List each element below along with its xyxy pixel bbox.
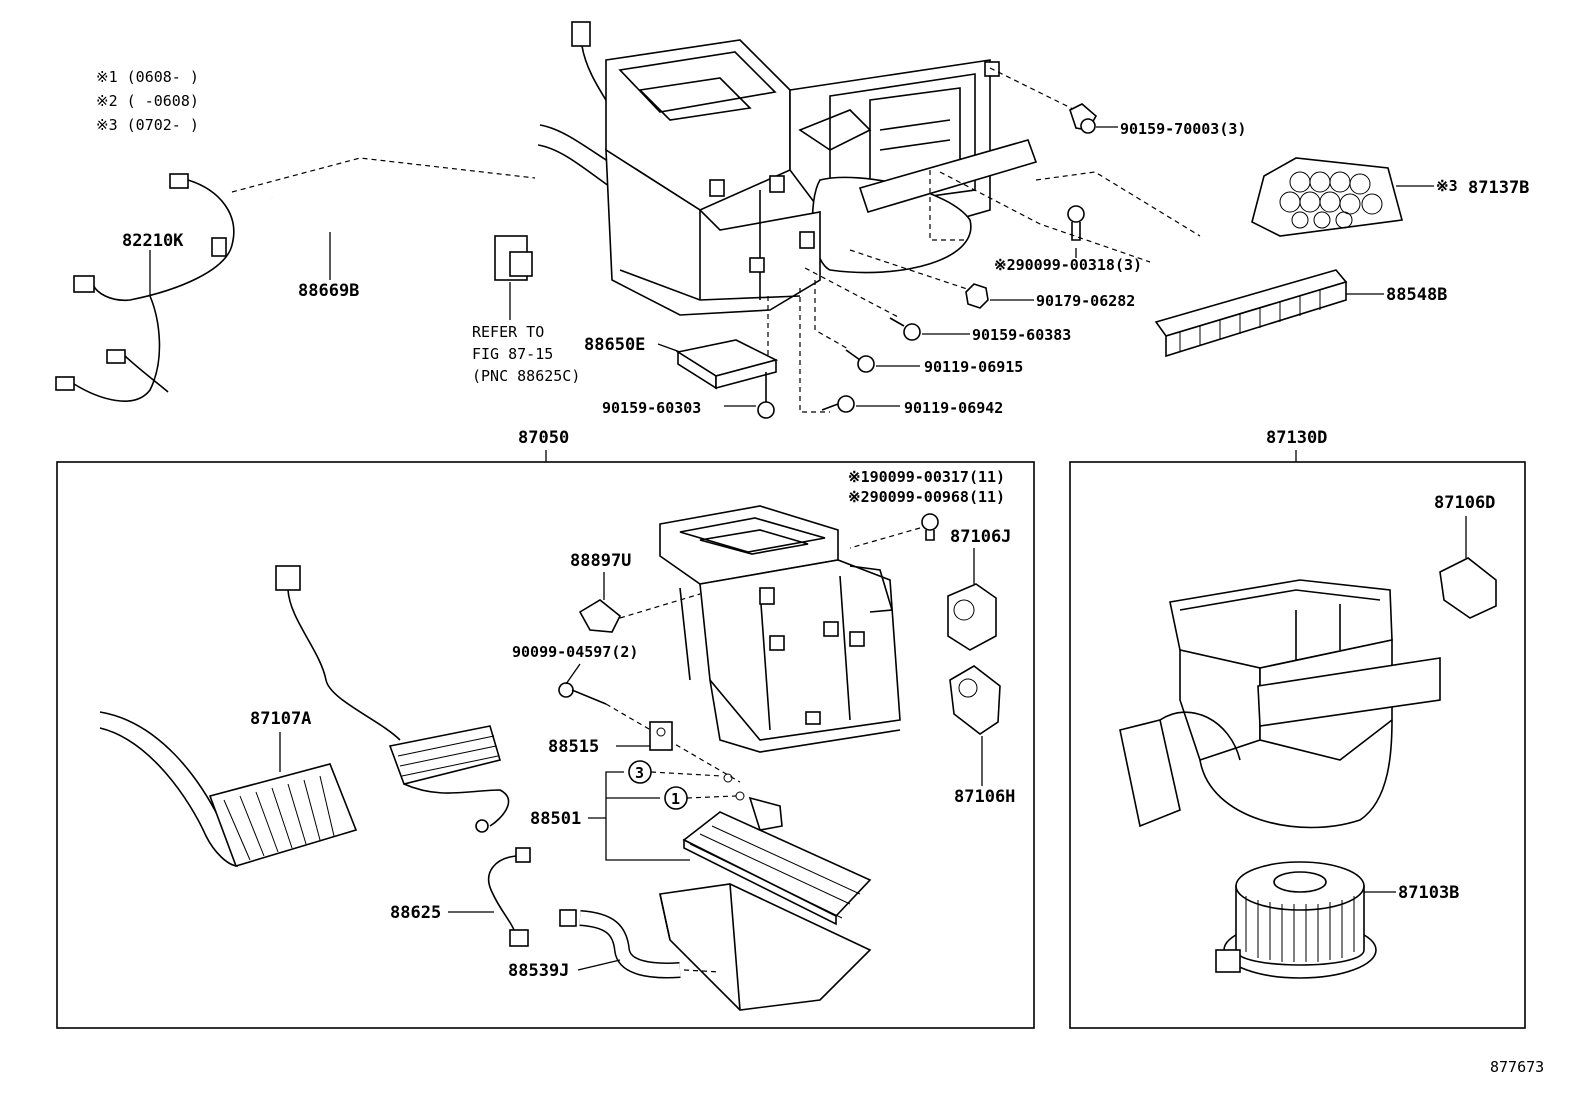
screen-87137b (1251, 157, 1404, 237)
label-90159-60303: 90159-60303 (602, 399, 701, 417)
bolt-90159-70003 (1069, 103, 1098, 134)
leader-88650e (657, 343, 681, 353)
label-90099-04597: 90099-04597(2) (512, 643, 638, 661)
dash-90099-00318 (929, 170, 965, 241)
dash-87137b (1035, 171, 1201, 237)
label-90119-06915: 90119-06915 (924, 358, 1023, 376)
label-88897u: 88897U (570, 551, 631, 571)
label-87050: 87050 (518, 428, 569, 448)
dash-circle1 (686, 795, 737, 799)
hose-88669b (270, 192, 533, 281)
leader-90099-04597 (565, 663, 581, 685)
dash-harness-case (231, 157, 536, 193)
circle-3-label: 3 (635, 764, 644, 782)
screw-90099-00317 (921, 513, 939, 541)
filter-88548b (1154, 269, 1348, 358)
lower-case (659, 883, 872, 1011)
label-87106j: 87106J (950, 527, 1011, 547)
nut-90179-06282 (965, 283, 989, 309)
servo-87106j (947, 583, 997, 651)
legend-note-3: ※3 (0702- ) (96, 116, 199, 134)
heater-core-87107a (99, 711, 358, 867)
servo-87106h (949, 665, 1001, 735)
box-87050 (56, 461, 1035, 1029)
label-90099-00317: ※190099-00317(11) (848, 468, 1005, 486)
dash-88897u (619, 593, 701, 619)
label-88515: 88515 (548, 737, 599, 757)
screw-90099-00318 (1067, 205, 1085, 241)
label-90099-00318: ※290099-00318(3) (994, 256, 1142, 274)
wire-harness-82210k (55, 173, 235, 402)
dash-88539j (683, 969, 721, 973)
label-90159-70003: 90159-70003(3) (1120, 120, 1246, 138)
label-90159-60383: 90159-60383 (972, 326, 1071, 344)
heater-case-87050 (659, 505, 901, 753)
label-88669b: 88669B (298, 281, 359, 301)
bolt-90159-60383 (889, 317, 921, 341)
hose-88539j (559, 909, 681, 979)
refer-line-1: REFER TO (472, 323, 544, 341)
label-88625: 88625 (390, 903, 441, 923)
figure-number: 877673 (1490, 1058, 1544, 1076)
servo-87106d (1439, 557, 1497, 619)
circle-1-label: 1 (671, 790, 680, 808)
label-87106d: 87106D (1434, 493, 1495, 513)
evaporator-88501 (682, 773, 872, 926)
refer-line-3: (PNC 88625C) (472, 367, 580, 385)
dash-90179 (849, 249, 971, 291)
dash-88548b (939, 171, 1151, 263)
refer-line-2: FIG 87-15 (472, 345, 553, 363)
label-87130d: 87130D (1266, 428, 1327, 448)
dash-06915 (814, 280, 851, 351)
blower-unit-87130d (1119, 579, 1441, 829)
bolt-90119-06942 (821, 395, 855, 413)
label-88548b: 88548B (1386, 285, 1447, 305)
legend-note-1: ※1 (0608- ) (96, 68, 199, 86)
label-87107a: 87107A (250, 709, 311, 729)
label-87137b-mark: ※3 (1436, 177, 1458, 195)
valve-88515 (649, 721, 673, 751)
label-87103b: 87103B (1398, 883, 1459, 903)
label-90099-00968: ※290099-00968(11) (848, 488, 1005, 506)
leader-88539j (577, 959, 621, 971)
label-87137b: 87137B (1468, 178, 1529, 198)
label-90179-06282: 90179-06282 (1036, 292, 1135, 310)
sensor-88897u (578, 599, 622, 633)
dash-circle3 (650, 771, 723, 777)
thermistor-88625 (487, 847, 531, 947)
label-90119-06942: 90119-06942 (904, 399, 1003, 417)
bolt-90099-04597 (558, 682, 607, 705)
bolt-90119-06915 (845, 349, 875, 373)
screw-90159-60303 (757, 372, 775, 419)
legend-note-2: ※2 ( -0608) (96, 92, 199, 110)
dash-04597 (605, 703, 741, 783)
label-88539j: 88539J (508, 961, 569, 981)
dash-06942 (799, 288, 830, 413)
leader-88501 (588, 771, 690, 861)
legend: ※1 (0608- ) ※2 ( -0608) ※3 (0702- ) (96, 68, 199, 134)
label-82210k: 82210K (122, 231, 184, 251)
dash-70003 (989, 67, 1076, 111)
blower-motor-87103b (1215, 861, 1377, 979)
hvac-assembly-top (537, 21, 1038, 316)
harness-87050 (275, 565, 510, 833)
label-88501: 88501 (530, 809, 581, 829)
label-87106h: 87106H (954, 787, 1015, 807)
dash-00317 (849, 527, 921, 549)
label-88650e: 88650E (584, 335, 645, 355)
box-87130d (1069, 461, 1526, 1029)
amplifier-88650e (675, 339, 779, 390)
